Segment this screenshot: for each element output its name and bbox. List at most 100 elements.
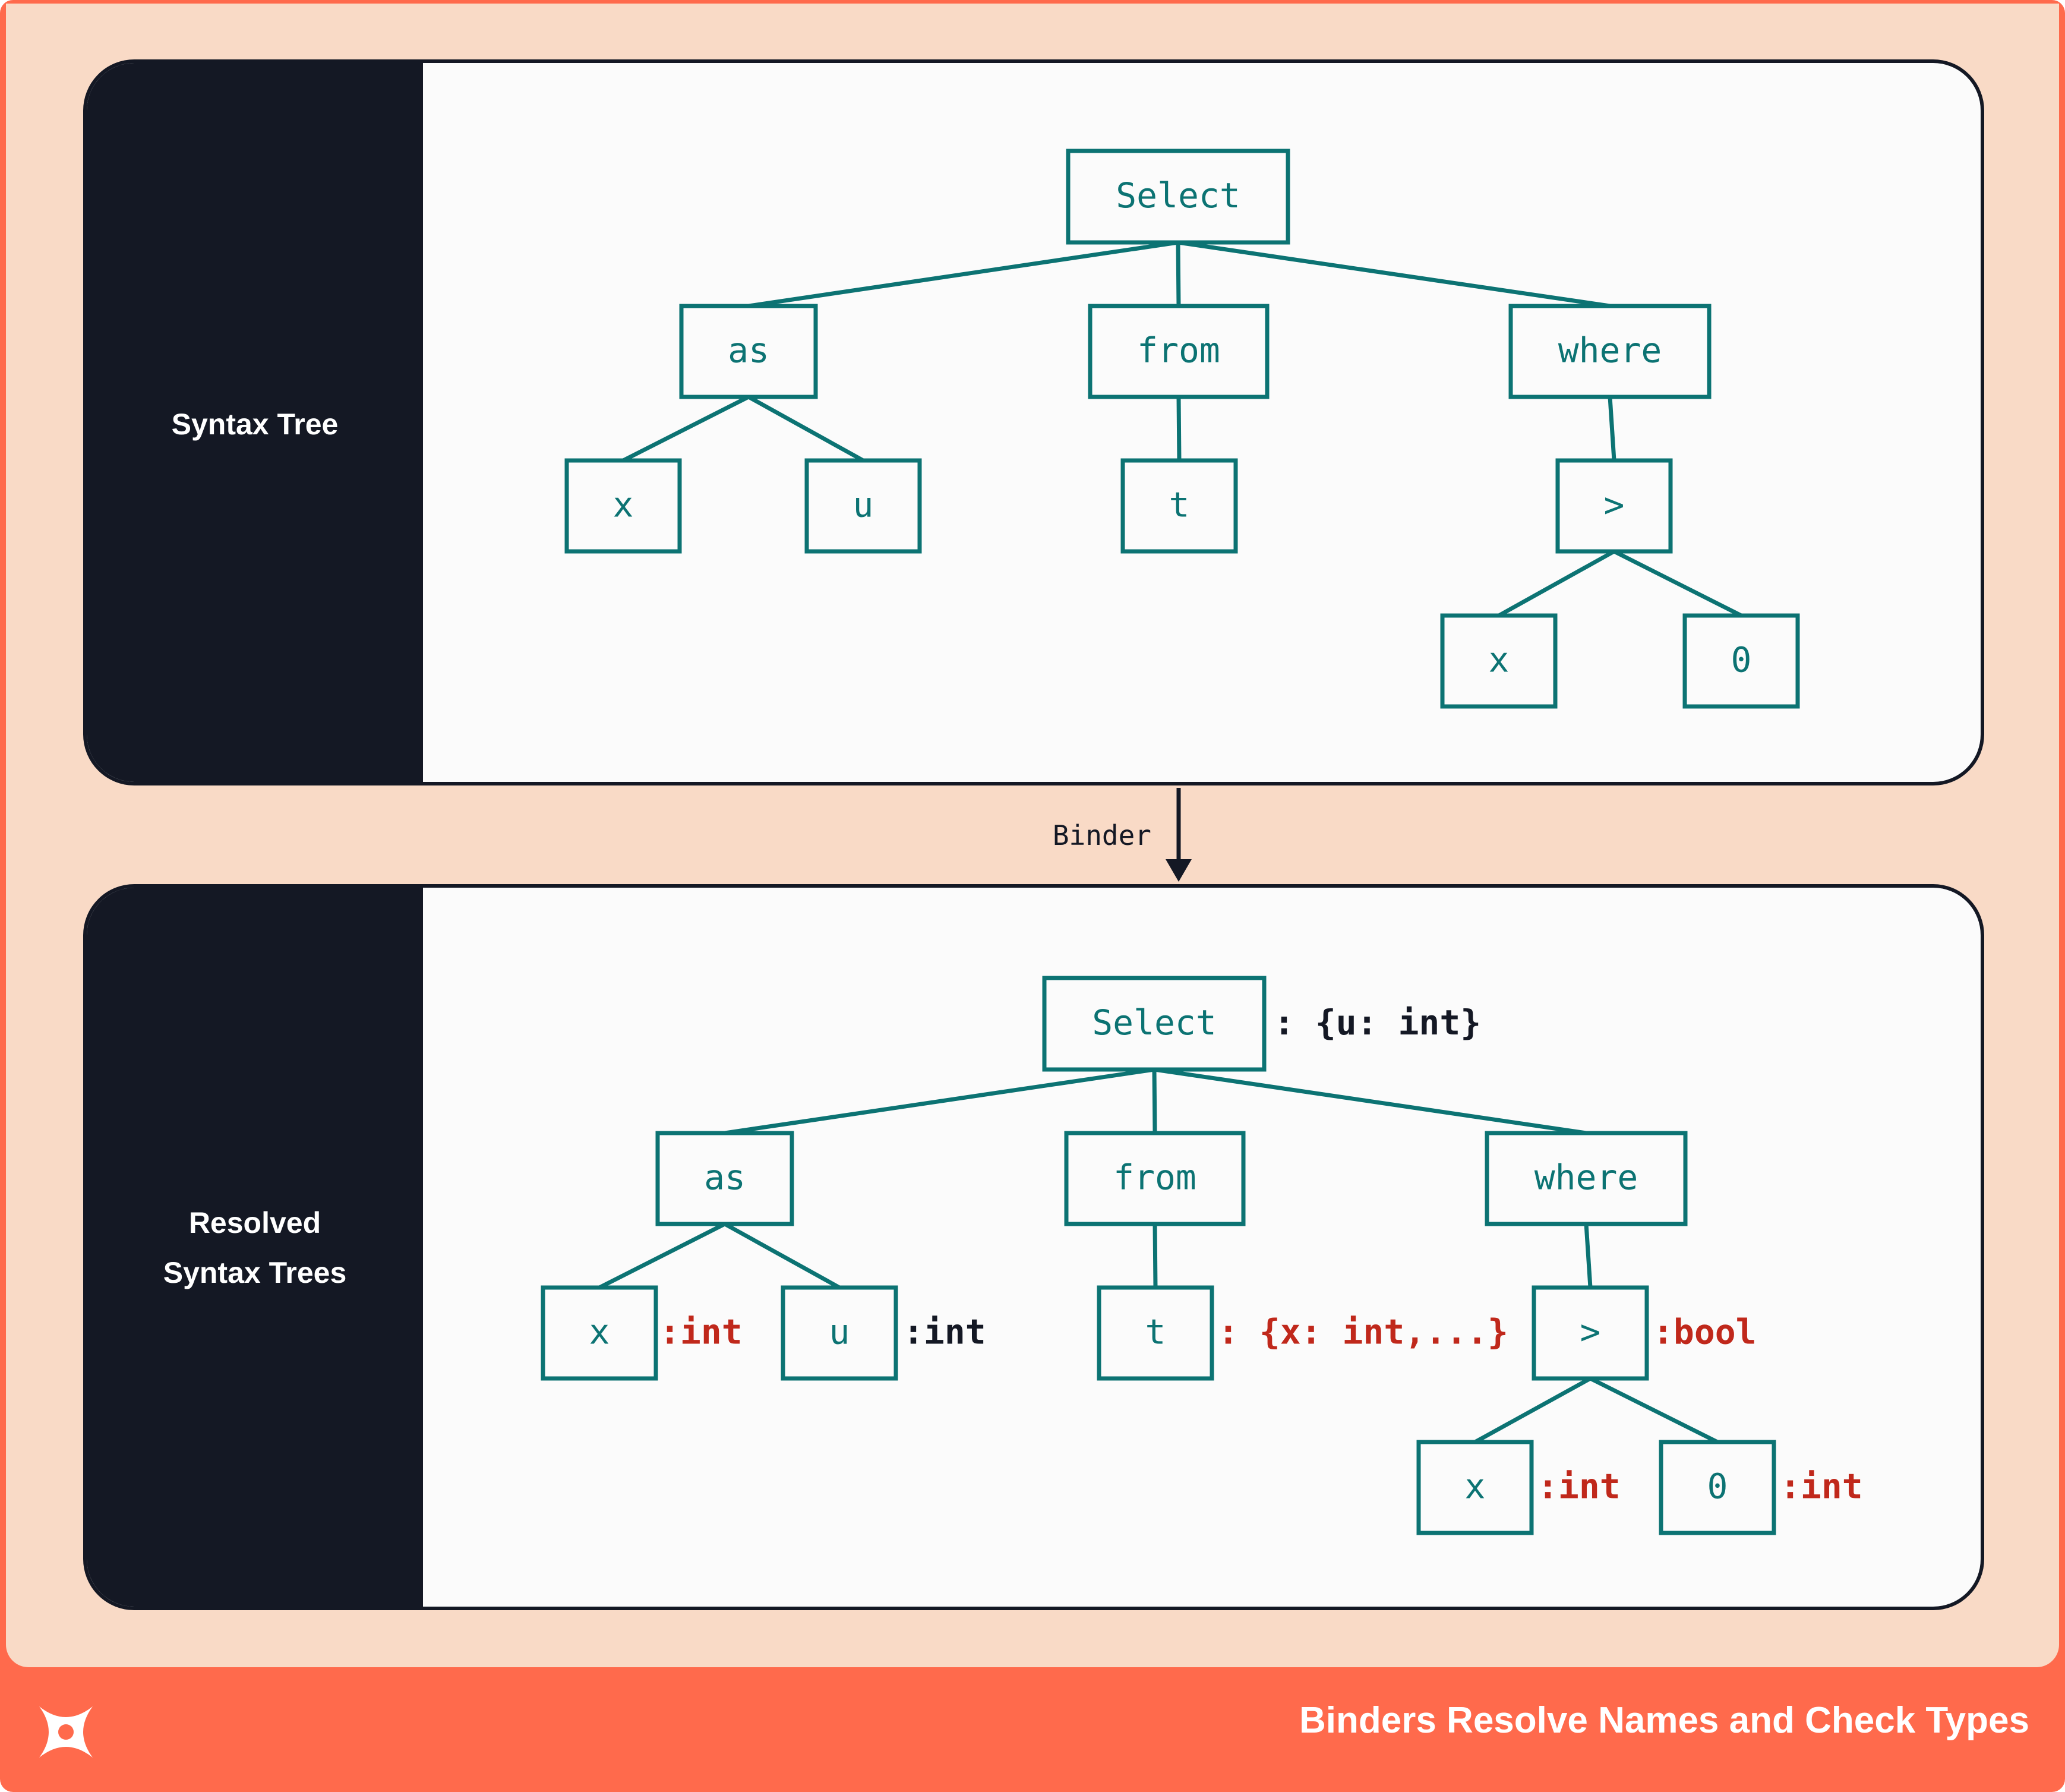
bottom-node-zero-type-annotation: :int [1780,1466,1863,1507]
bottom-edge-select-where [1154,1067,1587,1135]
bottom-node-x2-type-annotation: :int [1537,1466,1621,1507]
top-node-x2-label: x [1489,640,1510,680]
bottom-node-from: from [1064,1131,1246,1226]
binder-label: Binder [1053,819,1151,851]
bottom-node-u-label: u [829,1312,850,1352]
top-node-gt-box [1555,458,1673,554]
bottom-node-u-type-annotation: :int [903,1312,986,1352]
bottom-node-select-type-annotation: : {u: int} [1274,1002,1481,1043]
syntax-tree-nodes: Select as from where x u t > x 0 [564,149,1800,709]
top-edge-select-as [748,240,1179,308]
bottom-edge-select-from [1152,1069,1157,1134]
resolved-syntax-trees-sidebar: Resolved Syntax Trees [87,888,423,1607]
bottom-node-gt-label: > [1580,1312,1601,1352]
top-node-select-box [1066,149,1290,245]
bottom-node-where-box [1485,1131,1688,1226]
bottom-node-zero-label: 0 [1707,1466,1728,1507]
top-node-x2: x [1440,613,1558,709]
bottom-node-x2-label: x [1465,1466,1486,1507]
bottom-edge-where-gt [1584,1223,1593,1288]
resolved-syntax-trees-label: Resolved Syntax Trees [163,1206,347,1289]
bottom-node-as-box [655,1131,794,1226]
bottom-node-where: where [1485,1131,1688,1226]
syntax-tree-panel: Syntax Tree [83,59,1984,785]
bottom-node-gt-box [1532,1285,1649,1381]
bottom-node-select-label: Select [1092,1002,1217,1043]
top-node-x2-box [1440,613,1558,709]
top-node-t-label: t [1169,485,1190,525]
bottom-node-from-box [1064,1131,1246,1226]
bottom-node-gt: > :bool [1532,1285,1757,1381]
bottom-edge-select-as [724,1067,1155,1135]
top-node-as-box [679,304,818,399]
top-node-gt: > [1555,458,1673,554]
bottom-node-where-label: where [1534,1157,1638,1198]
top-node-from-label: from [1137,330,1220,371]
bottom-node-t-type-annotation: : {x: int,...} [1218,1312,1508,1352]
bottom-node-u-box [781,1285,898,1381]
top-edge-select-from [1176,242,1181,307]
top-node-t: t [1120,458,1238,554]
top-node-x1-label: x [613,485,634,525]
top-node-x1-box [564,458,682,554]
bottom-node-as: as [655,1131,794,1226]
resolved-syntax-trees-panel: Resolved Syntax Trees [83,884,1984,1610]
syntax-tree-sidebar: Syntax Tree [87,63,423,782]
bottom-node-x1-type-annotation: :int [659,1312,743,1352]
bottom-node-as-label: as [704,1157,746,1198]
top-node-t-box [1120,458,1238,554]
top-node-from: from [1088,304,1270,399]
bottom-node-select: Select : {u: int} [1042,976,1481,1072]
bottom-node-t-box [1097,1285,1214,1381]
top-edge-gt-x2 [1498,549,1615,618]
bottom-edge-as-u [724,1222,841,1290]
bottom-node-u: u :int [781,1285,986,1381]
top-node-where-label: where [1558,330,1662,371]
binder-arrow-head [1166,859,1192,882]
top-node-zero-label: 0 [1731,640,1752,680]
top-node-u: u [804,458,922,554]
bottom-node-zero-box [1659,1440,1776,1535]
top-node-where-box [1508,304,1712,399]
bottom-node-gt-type-annotation: :bool [1653,1312,1757,1352]
x-logo-icon [33,1699,99,1768]
syntax-tree-label: Syntax Tree [171,408,339,441]
bottom-node-x2: x :int [1416,1440,1621,1535]
bottom-edge-gt-x2 [1474,1376,1592,1444]
top-node-u-label: u [853,485,874,525]
top-node-select: Select [1066,149,1290,245]
binder-arrow: Binder [1053,788,1192,882]
top-node-zero: 0 [1682,613,1800,709]
top-edge-select-where [1177,240,1611,308]
bottom-node-zero: 0 :int [1659,1440,1863,1535]
bottom-edge-gt-zero [1589,1376,1719,1444]
top-edge-as-u [747,395,864,463]
syntax-tree-edges [622,240,1742,618]
bottom-node-x1: x :int [541,1285,743,1381]
top-node-from-box [1088,304,1270,399]
bottom-node-x2-box [1416,1440,1534,1535]
top-node-where: where [1508,304,1712,399]
top-node-select-label: Select [1116,175,1240,216]
bottom-edge-as-x1 [598,1222,726,1290]
top-node-u-box [804,458,922,554]
bottom-node-x1-box [541,1285,658,1381]
resolved-tree-nodes: Select : {u: int} as from where x :int u :int t : … [541,976,1863,1535]
top-node-zero-box [1682,613,1800,709]
top-edge-where-gt [1608,396,1616,461]
top-node-as: as [679,304,818,399]
bottom-node-select-box [1042,976,1267,1072]
footer-title: Binders Resolve Names and Check Types [1299,1700,2029,1741]
bottom-node-from-label: from [1113,1157,1196,1198]
top-node-as-label: as [728,330,769,371]
top-edge-gt-zero [1613,549,1742,618]
bottom-node-t: t : {x: int,...} [1097,1285,1508,1381]
top-edge-as-x1 [622,395,750,463]
bottom-node-t-label: t [1145,1312,1166,1352]
bottom-node-x1-label: x [589,1312,610,1352]
top-node-x1: x [564,458,682,554]
resolved-tree-edges [598,1067,1719,1444]
